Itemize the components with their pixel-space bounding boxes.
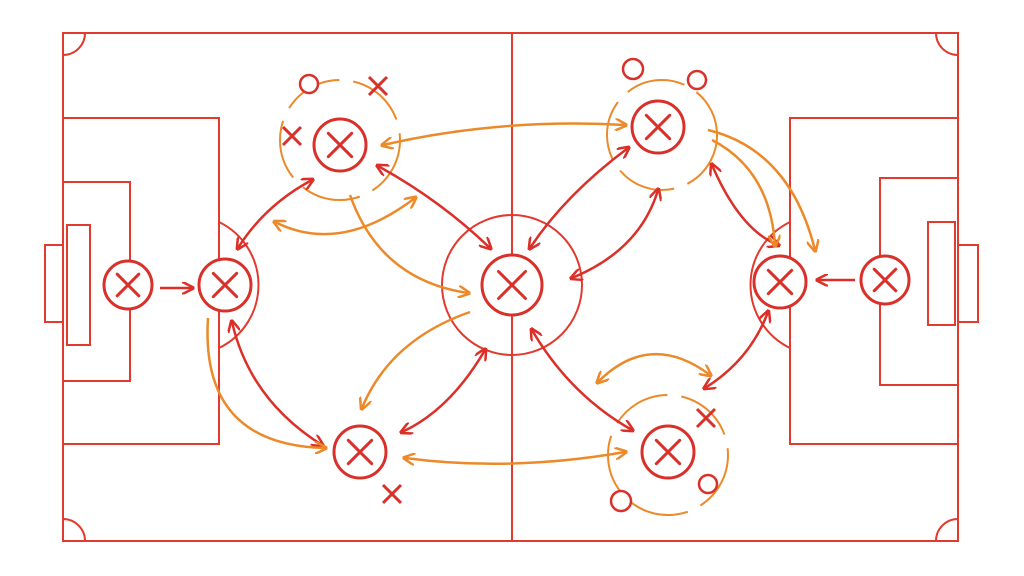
opponent-x-mark-icon [367,75,389,97]
teammate-circle-icon [298,73,320,95]
player-circled-x-icon [859,254,911,306]
pass-arrow-secondary [206,317,325,448]
player-circled-x-icon [640,424,696,480]
player-circled-x-icon [752,254,808,310]
pass-arrow-secondary [348,194,468,293]
teammate-circle-icon [621,57,645,81]
pass-arrow-primary [238,180,312,248]
pass-arrow-secondary [707,128,815,250]
teammate-circle-icon [697,473,719,495]
pass-arrow-secondary [383,124,625,145]
player-circled-x-icon [197,257,253,313]
player-circled-x-icon [312,117,368,173]
pass-arrow-secondary [405,452,625,464]
pass-arrow-primary [402,350,485,432]
pass-arrow-secondary [362,310,471,408]
player-circled-x-icon [480,253,544,317]
opponent-x-mark-icon [381,483,403,505]
players [102,99,911,480]
pass-arrow-primary [572,190,658,278]
teammate-circle-icon [686,69,708,91]
player-circled-x-icon [332,424,388,480]
passing-lanes [160,124,855,464]
teammate-circle-icon [609,489,633,513]
markers [281,57,719,513]
pass-arrow-secondary [275,198,415,236]
pass-arrow-primary [532,330,632,430]
player-circled-x-icon [630,99,686,155]
pass-arrow-primary [378,166,490,248]
player-circled-x-icon [102,259,154,311]
opponent-x-mark-icon [695,407,717,429]
pass-arrow-secondary [598,353,710,382]
pass-arrow-primary [530,148,628,248]
pass-arrow-secondary [711,138,775,245]
pass-arrow-primary [705,312,768,388]
opponent-x-mark-icon [281,125,303,147]
pass-arrow-primary [232,322,322,445]
